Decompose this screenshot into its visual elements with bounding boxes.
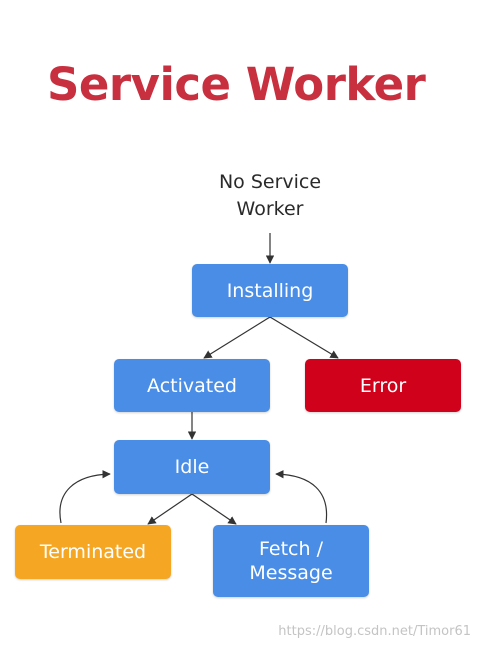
fetch-message-state: Fetch / Message [213,525,369,597]
activated-state: Activated [114,359,270,412]
start-state-line-2: Worker [236,198,304,220]
idle-state-label: Idle [174,456,210,478]
diagram-title: Service Worker [47,58,426,111]
fetch-message-label-line-2: Message [249,562,333,584]
installing-state: Installing [192,264,348,317]
start-state-label: No Service Worker [200,169,340,223]
error-state: Error [305,359,461,412]
terminated-state: Terminated [15,525,171,579]
arrow-installing-to-activated [203,316,271,359]
arrow-idle-to-fetch [191,493,237,525]
terminated-state-label: Terminated [39,541,147,563]
arrow-terminated-to-idle [59,470,111,524]
source-watermark: https://blog.csdn.net/Timor61 [278,624,471,639]
error-state-label: Error [359,374,407,397]
arrow-fetch-to-idle [275,470,328,524]
idle-state: Idle [114,440,270,494]
installing-state-label: Installing [226,279,314,302]
fetch-message-label-line-1: Fetch / [259,538,323,560]
activated-state-label: Activated [147,374,237,397]
start-state-line-1: No Service [218,171,322,193]
arrow-idle-to-terminated [147,493,193,525]
arrow-installing-to-error [269,316,339,359]
